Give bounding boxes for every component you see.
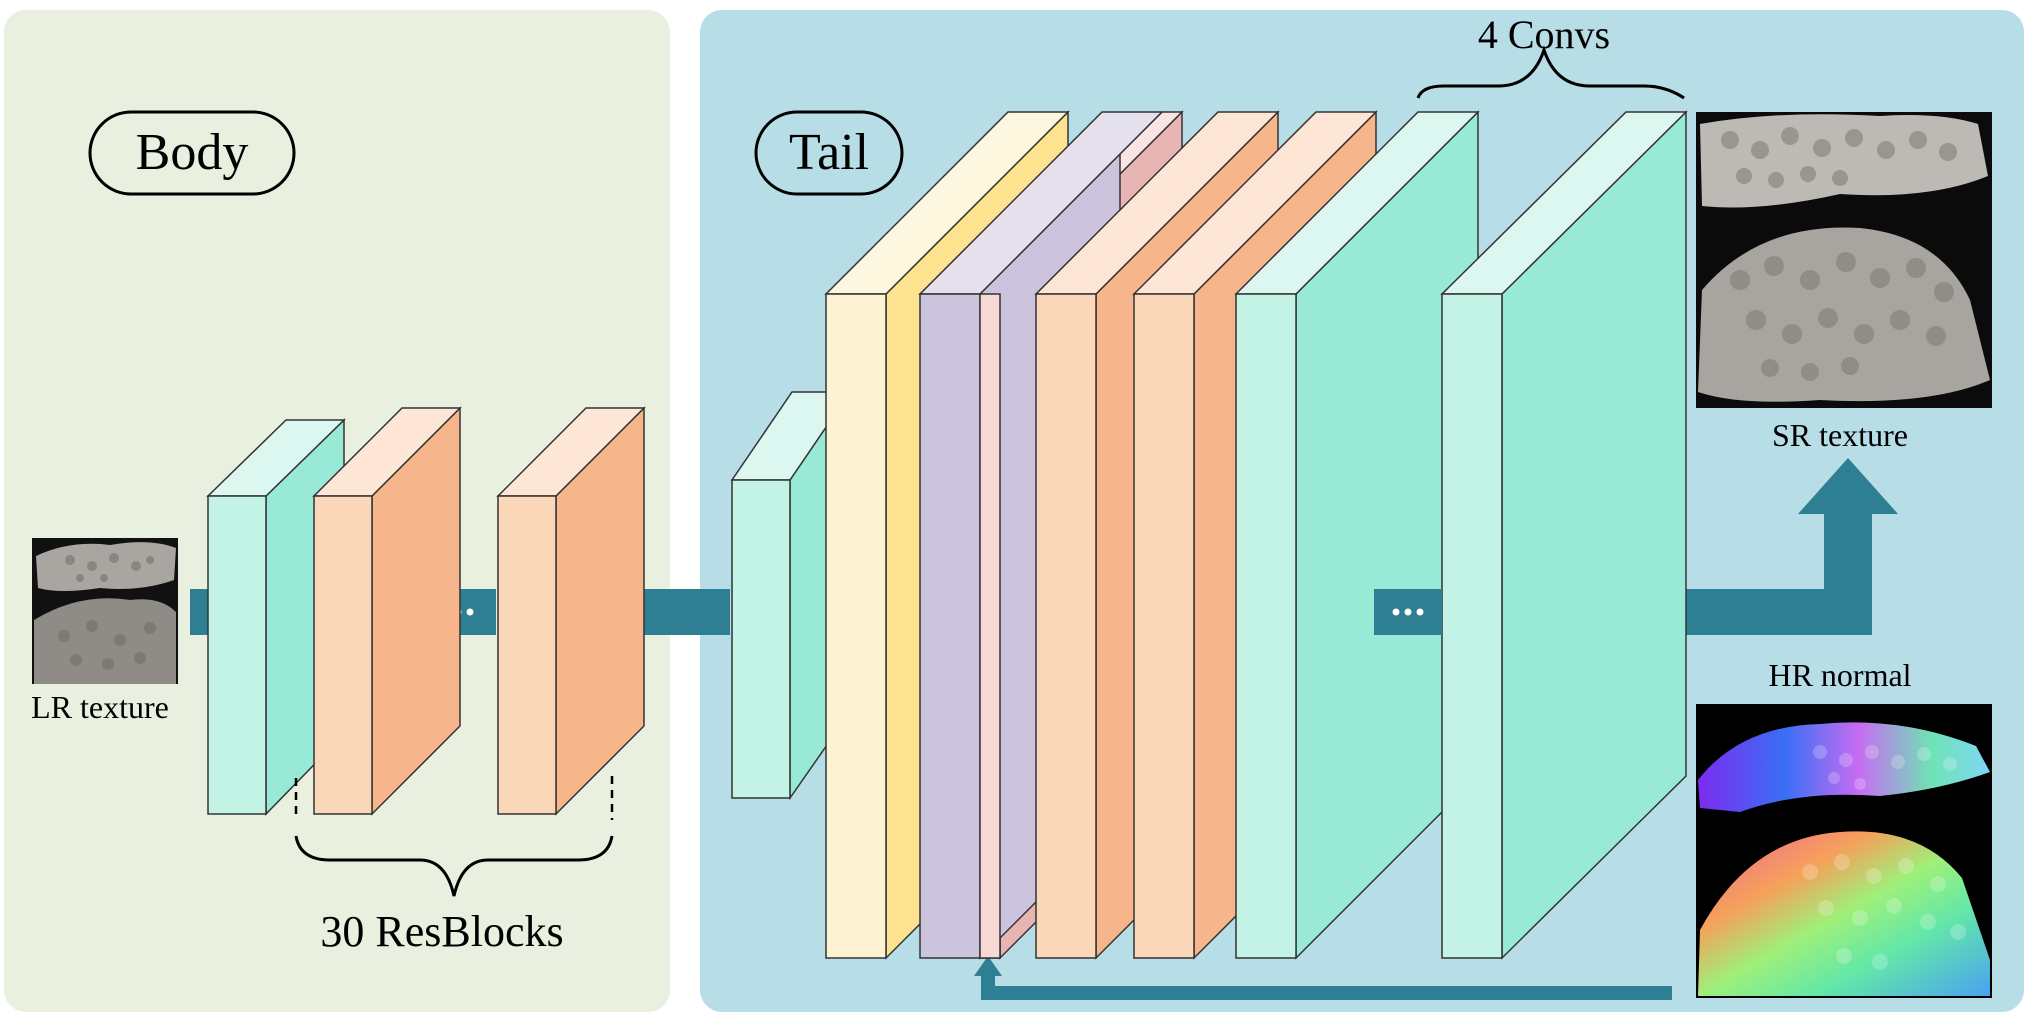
- resblocks-brace: [294, 835, 614, 897]
- feedback-arrow: [974, 956, 1672, 1000]
- lr-texture-label: LR texture: [31, 689, 169, 725]
- tail-ellipsis-front: [1374, 589, 1442, 635]
- body-title-pill: [88, 110, 296, 196]
- convs-label: 4 Convs: [1478, 12, 1610, 57]
- tail-conv-4: [1440, 110, 1688, 960]
- resblock-1: [312, 406, 462, 816]
- tail-pink-front: [979, 293, 1001, 959]
- tail-title-pill: [754, 110, 904, 196]
- body-to-tail-connector: [644, 589, 730, 635]
- sr-texture-label: SR texture: [1772, 417, 1908, 453]
- input-connector: [190, 589, 208, 635]
- hr-normal-label: HR normal: [1768, 657, 1911, 693]
- tail-title: Tail: [789, 124, 869, 181]
- resblock-30: [496, 406, 646, 816]
- lr-texture-image: [32, 538, 178, 684]
- hr-normal-image: [1696, 704, 1992, 998]
- output-arrow: [1686, 458, 1898, 635]
- body-title: Body: [136, 124, 249, 181]
- sr-texture-image: [1696, 112, 1992, 408]
- resblocks-label: 30 ResBlocks: [320, 907, 563, 956]
- convs-brace: [1416, 45, 1685, 100]
- tail-conv-1: [1234, 110, 1480, 960]
